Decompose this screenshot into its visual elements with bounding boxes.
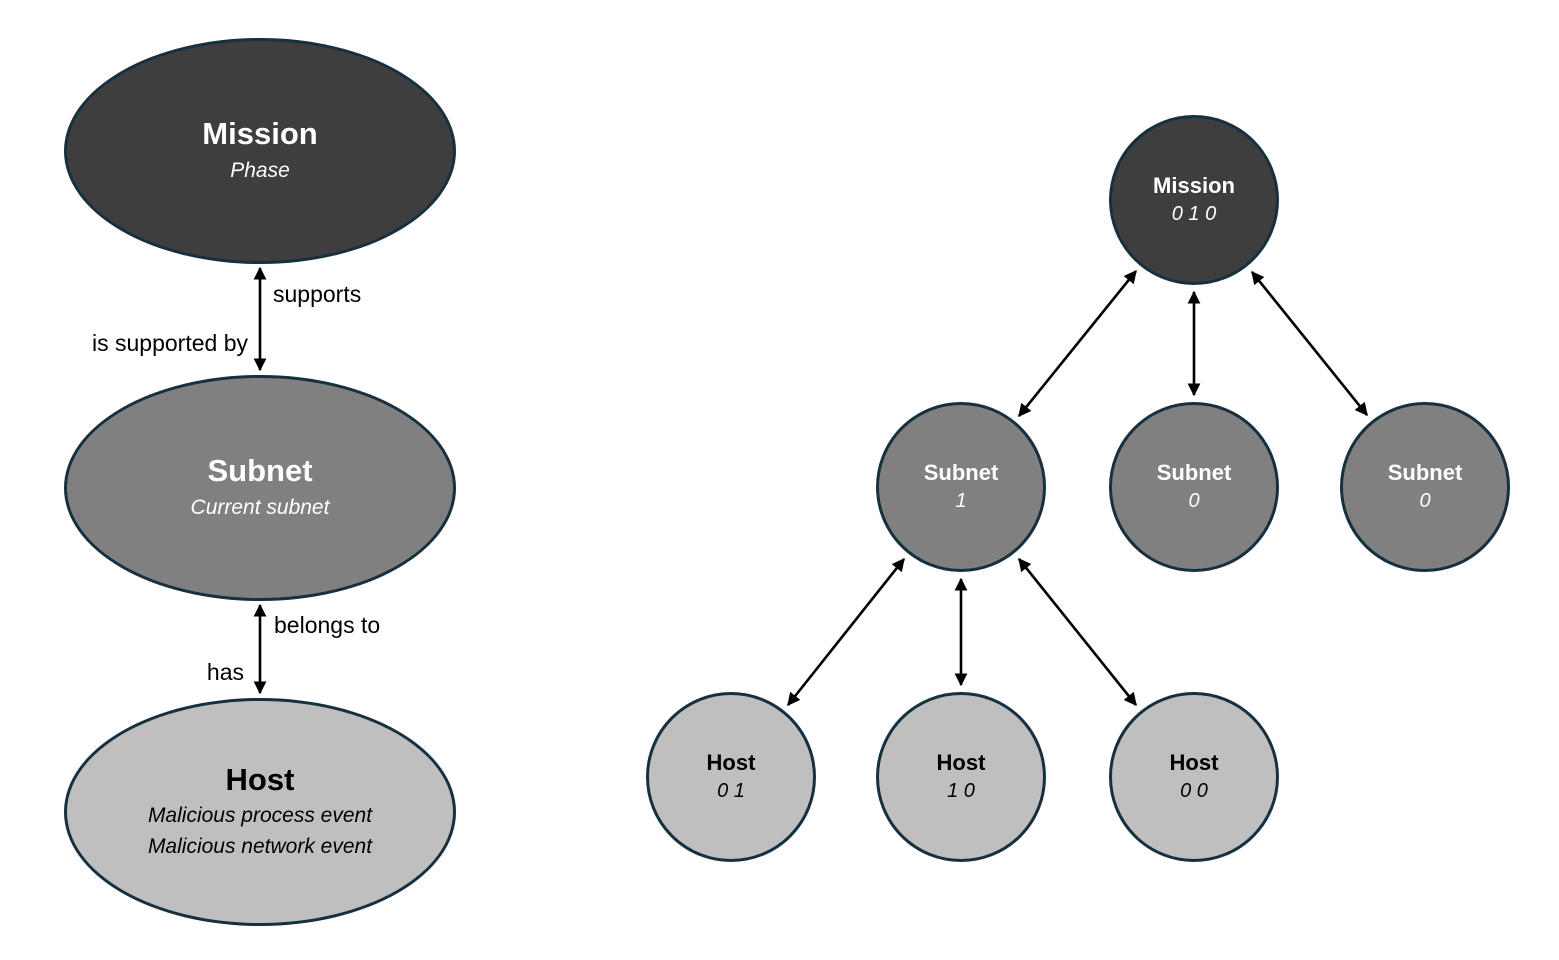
legend-host-title: Host: [225, 761, 295, 797]
tree-host00-value: 0 0: [1180, 780, 1208, 803]
legend-mission-title: Mission: [202, 115, 318, 151]
tree-subnet0r-value: 0: [1419, 490, 1431, 513]
edge-subnet1-host01: [786, 557, 906, 707]
legend-subnet-subtitle: Current subnet: [190, 495, 330, 519]
legend-node-mission: Mission Phase: [64, 38, 456, 264]
tree-mission-value: 0 1 0: [1171, 203, 1217, 226]
edge-mission010-subnet0right: [1250, 270, 1369, 417]
tree-subnet1-title: Subnet: [923, 459, 999, 485]
tree-node-subnet-1: Subnet 1: [876, 402, 1046, 572]
edge-label-supports: supports: [273, 281, 362, 307]
tree-host10-title: Host: [936, 749, 986, 775]
tree-subnet0m-title: Subnet: [1156, 459, 1232, 485]
legend-host-subtitle-line2: Malicious network event: [147, 834, 373, 858]
legend-node-subnet: Subnet Current subnet: [64, 375, 456, 601]
tree-node-mission-010: Mission 0 1 0: [1109, 115, 1279, 285]
tree-subnet0r-title: Subnet: [1387, 459, 1463, 485]
edge-subnet1-host00: [1017, 557, 1138, 707]
edge-label-is-supported-by: is supported by: [92, 330, 248, 356]
tree-node-host-00: Host 0 0: [1109, 692, 1279, 862]
edge-mission010-subnet1: [1017, 269, 1138, 418]
legend-host-subtitle-line1: Malicious process event: [147, 804, 373, 828]
tree-host01-value: 0 1: [717, 780, 745, 803]
tree-host01-title: Host: [706, 749, 756, 775]
tree-subnet0m-value: 0: [1188, 490, 1200, 513]
legend-subnet-title: Subnet: [207, 452, 313, 488]
tree-node-subnet-0-middle: Subnet 0: [1109, 402, 1279, 572]
tree-node-subnet-0-right: Subnet 0: [1340, 402, 1510, 572]
edge-label-belongs-to: belongs to: [274, 612, 381, 638]
tree-host10-value: 1 0: [947, 780, 975, 803]
legend-mission-subtitle: Phase: [230, 158, 290, 182]
tree-node-host-10: Host 1 0: [876, 692, 1046, 862]
edge-label-has: has: [206, 659, 244, 685]
tree-mission-title: Mission: [1153, 172, 1235, 198]
tree-host00-title: Host: [1169, 749, 1219, 775]
legend-node-host: Host Malicious process event Malicious n…: [64, 698, 456, 926]
tree-subnet1-value: 1: [955, 490, 967, 513]
tree-node-host-01: Host 0 1: [646, 692, 816, 862]
